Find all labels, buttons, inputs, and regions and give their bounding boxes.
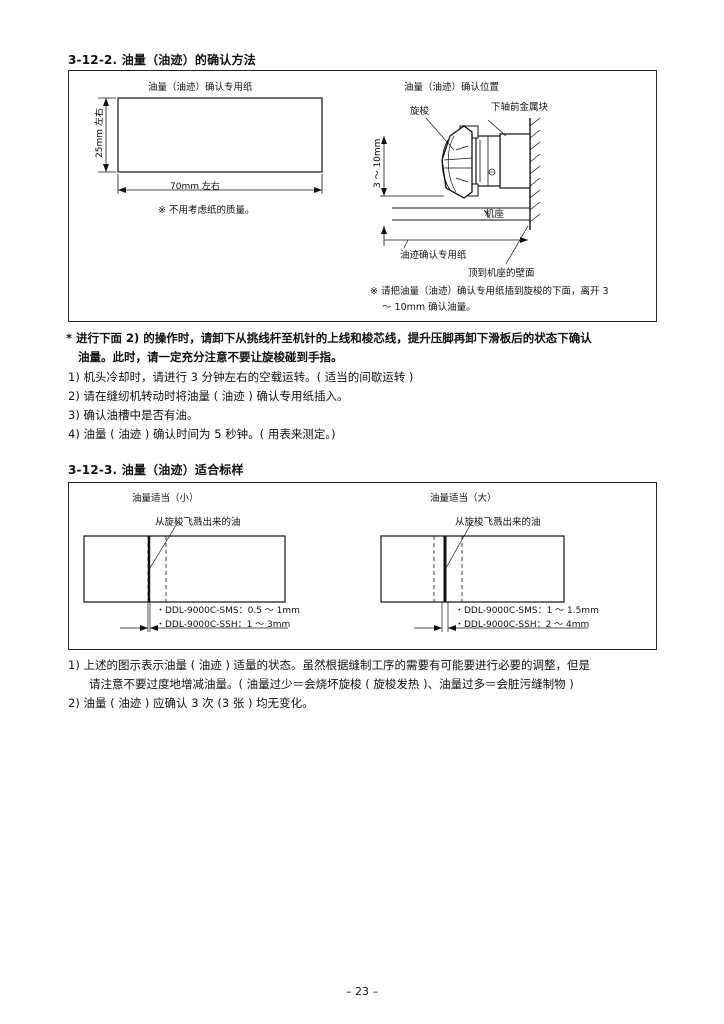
sample-small-paper [83,535,286,603]
sample-small-spatter-label: 从旋梭飞溅出来的油 [155,517,241,528]
step-3: 3) 确认油槽中是否有油。 [68,408,199,422]
position-note-line2: ～ 10mm 确认油量。 [382,302,476,313]
paper-note: ※ 不用考虑纸的质量。 [158,205,255,216]
position-note-line1: ※ 请把油量（油迹）确认专用纸插到旋梭的下面，离开 3 [370,286,609,297]
machine-bed-label: 机座 [485,209,505,220]
step-2: 2) 请在缝纫机转动时将油量 ( 油迹 ) 确认专用纸插入。 [68,389,349,403]
oil-paper-label: 油迹确认专用纸 [400,250,467,261]
sample-large-spatter-label: 从旋梭飞溅出来的油 [455,517,541,528]
section-heading-oil-check-method: 3-12-2. 油量（油迹）的确认方法 [68,53,256,67]
step-4: 4) 油量 ( 油迹 ) 确认时间为 5 秒钟。( 用表来测定。) [68,427,336,441]
note-1-line1: 1) 上述的图示表示油量 ( 油迹 ) 适量的状态。虽然根据缝制工序的需要有可能… [68,658,591,672]
bed-wall-label: 顶到机座的壁面 [468,268,535,279]
paper-outline [117,97,323,173]
caution-line1: * 进行下面 2) 的操作时，请卸下从挑线杆至机针的上线和梭芯线，提升压脚再卸下… [66,331,592,345]
width-label: 70mm 左右 [170,182,220,192]
figure-frame-oil-samples [68,482,657,650]
oil-sample-diagram [83,521,588,632]
shaft-block-label: 下轴前金属块 [491,102,549,113]
sample-small-title: 油量适当（小） [132,493,199,504]
height-label: 25mm 左右 [93,108,105,158]
sample-large-ssh: ・DDL-9000C-SSH：2 ～ 4mm [455,620,590,630]
sample-small-ssh: ・DDL-9000C-SSH：1 ～ 3mm [156,620,291,630]
section-heading-oil-samples: 3-12-3. 油量（油迹）适合标样 [68,463,244,477]
sample-large-title: 油量适当（大） [430,493,497,504]
figure-frame-oil-check [68,70,657,322]
step-1: 1) 机头冷却时，请进行 3 分钟左右的空载运转。( 适当的间歇运转 ) [68,370,414,384]
gap-label: 3 ～ 10mm [373,139,383,188]
sample-large-paper [380,535,565,603]
sample-small-sms: ・DDL-9000C-SMS：0.5 ～ 1mm [156,606,300,616]
sample-large-sms: ・DDL-9000C-SMS：1 ～ 1.5mm [455,606,599,616]
hook-label: 旋梭 [410,106,430,117]
page-number: – 23 – [346,985,378,998]
oil-check-diagram: 25mm 左右 3 ～ 10mm [93,97,541,265]
note-2: 2) 油量 ( 油迹 ) 应确认 3 次 (3 张 ) 均无变化。 [68,696,314,710]
caution-line2: 油量。此时，请一定充分注意不要让旋梭碰到手指。 [78,350,343,364]
position-title: 油量（油迹）确认位置 [404,82,500,93]
paper-title: 油量（油迹）确认专用纸 [148,82,253,93]
note-1-line2: 请注意不要过度地增减油量。( 油量过少＝会烧坏旋梭 ( 旋梭发热 )、油量过多＝… [89,677,574,691]
